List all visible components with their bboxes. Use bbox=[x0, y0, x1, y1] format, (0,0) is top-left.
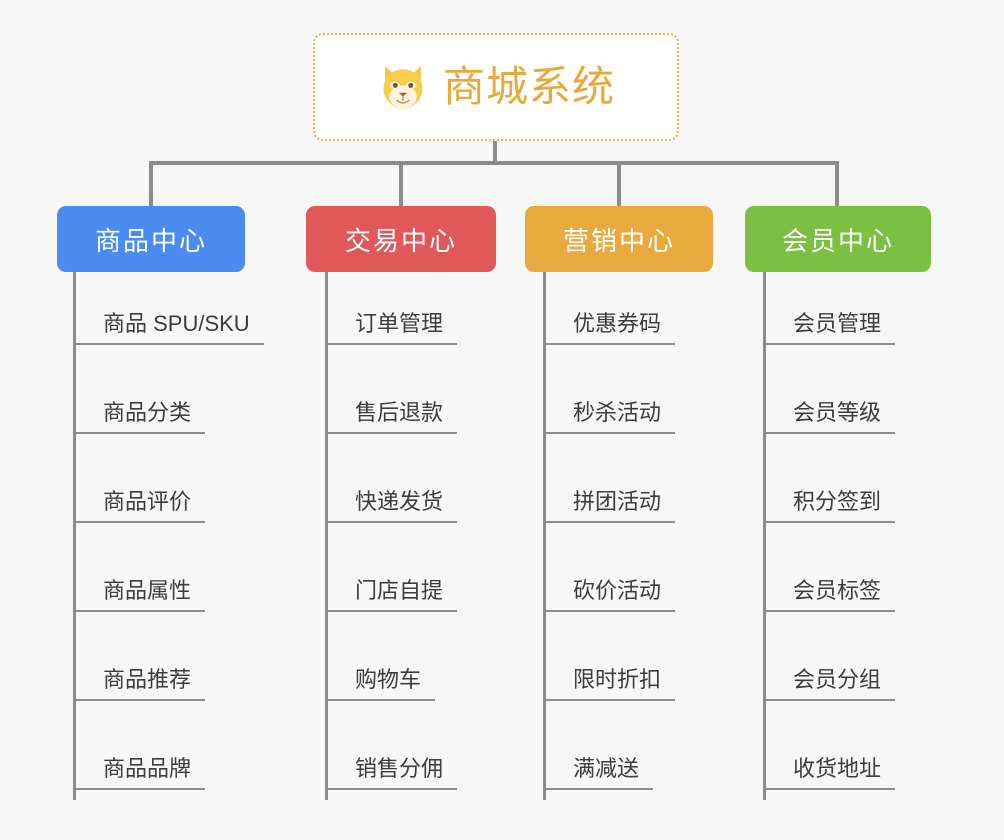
column-spine-4 bbox=[763, 272, 766, 800]
connector-root-stem bbox=[493, 141, 497, 163]
connector-drop-2 bbox=[399, 161, 403, 207]
leaf-item-label: 收货地址 bbox=[793, 756, 882, 781]
connector-drop-1 bbox=[149, 161, 153, 207]
leaf-item[interactable]: 订单管理 bbox=[325, 311, 458, 346]
category-header-label: 交易中心 bbox=[344, 225, 457, 256]
leaf-item[interactable]: 商品推荐 bbox=[73, 667, 206, 702]
leaf-item[interactable]: 砍价活动 bbox=[543, 578, 676, 613]
leaf-item[interactable]: 购物车 bbox=[325, 667, 436, 702]
leaf-item-label: 商品 SPU/SKU bbox=[103, 311, 250, 336]
column-spine-1 bbox=[73, 272, 76, 800]
category-header-trade[interactable]: 交易中心 bbox=[306, 206, 496, 272]
leaf-item[interactable]: 会员分组 bbox=[763, 667, 896, 702]
leaf-item-label: 会员标签 bbox=[793, 578, 882, 603]
leaf-item-label: 快递发货 bbox=[355, 489, 444, 514]
leaf-item[interactable]: 限时折扣 bbox=[543, 667, 676, 702]
root-title: 商城系统 bbox=[442, 63, 615, 110]
leaf-item-label: 商品属性 bbox=[103, 578, 192, 603]
category-header-label: 营销中心 bbox=[562, 225, 675, 256]
leaf-item[interactable]: 拼团活动 bbox=[543, 489, 676, 524]
leaf-item-label: 门店自提 bbox=[355, 578, 444, 603]
leaf-item[interactable]: 商品 SPU/SKU bbox=[73, 311, 264, 346]
leaf-item[interactable]: 满减送 bbox=[543, 756, 654, 791]
leaf-item-label: 砍价活动 bbox=[573, 578, 662, 603]
leaf-item-label: 会员等级 bbox=[793, 400, 882, 425]
leaf-item-label: 销售分佣 bbox=[355, 756, 444, 781]
leaf-item[interactable]: 会员等级 bbox=[763, 400, 896, 435]
category-header-marketing[interactable]: 营销中心 bbox=[525, 206, 713, 272]
leaf-item[interactable]: 售后退款 bbox=[325, 400, 458, 435]
leaf-item-label: 订单管理 bbox=[355, 311, 444, 336]
leaf-item[interactable]: 积分签到 bbox=[763, 489, 896, 524]
leaf-item[interactable]: 优惠券码 bbox=[543, 311, 676, 346]
leaf-item[interactable]: 商品评价 bbox=[73, 489, 206, 524]
leaf-item[interactable]: 会员管理 bbox=[763, 311, 896, 346]
leaf-item[interactable]: 会员标签 bbox=[763, 578, 896, 613]
leaf-item-label: 商品品牌 bbox=[103, 756, 192, 781]
leaf-item-label: 商品评价 bbox=[103, 489, 192, 514]
leaf-item-label: 优惠券码 bbox=[573, 311, 662, 336]
leaf-item-label: 满减送 bbox=[573, 756, 640, 781]
leaf-item[interactable]: 快递发货 bbox=[325, 489, 458, 524]
connector-drop-4 bbox=[835, 161, 839, 207]
connector-horizontal-bus bbox=[149, 161, 839, 165]
leaf-item-label: 售后退款 bbox=[355, 400, 444, 425]
leaf-item-label: 会员分组 bbox=[793, 667, 882, 692]
leaf-item[interactable]: 商品分类 bbox=[73, 400, 206, 435]
leaf-item[interactable]: 秒杀活动 bbox=[543, 400, 676, 435]
category-header-label: 会员中心 bbox=[781, 225, 894, 256]
column-spine-2 bbox=[325, 272, 328, 800]
leaf-item[interactable]: 销售分佣 bbox=[325, 756, 458, 791]
leaf-item[interactable]: 收货地址 bbox=[763, 756, 896, 791]
leaf-item-label: 商品分类 bbox=[103, 400, 192, 425]
category-header-label: 商品中心 bbox=[94, 225, 207, 256]
leaf-item-label: 会员管理 bbox=[793, 311, 882, 336]
leaf-item[interactable]: 商品属性 bbox=[73, 578, 206, 613]
leaf-item[interactable]: 门店自提 bbox=[325, 578, 458, 613]
leaf-item-label: 商品推荐 bbox=[103, 667, 192, 692]
leaf-item-label: 限时折扣 bbox=[573, 667, 662, 692]
column-spine-3 bbox=[543, 272, 546, 800]
root-node[interactable]: 商城系统 bbox=[313, 33, 679, 141]
leaf-item-label: 拼团活动 bbox=[573, 489, 662, 514]
leaf-item-label: 积分签到 bbox=[793, 489, 882, 514]
category-header-member[interactable]: 会员中心 bbox=[745, 206, 931, 272]
shiba-inu-dog-face-icon bbox=[383, 65, 423, 110]
category-header-product[interactable]: 商品中心 bbox=[57, 206, 245, 272]
leaf-item-label: 购物车 bbox=[355, 667, 422, 692]
leaf-item[interactable]: 商品品牌 bbox=[73, 756, 206, 791]
connector-drop-3 bbox=[617, 161, 621, 207]
leaf-item-label: 秒杀活动 bbox=[573, 400, 662, 425]
